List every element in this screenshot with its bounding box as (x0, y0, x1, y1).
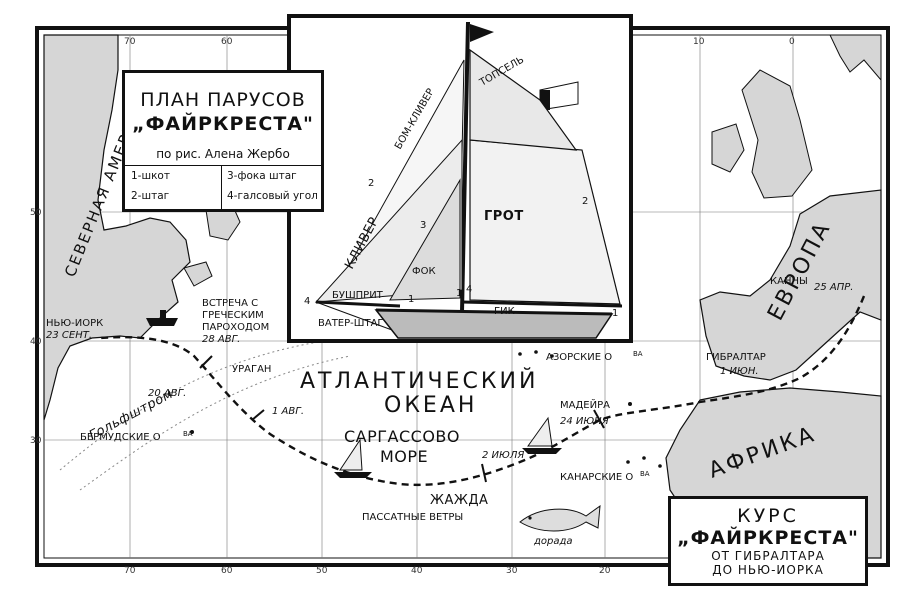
label-bermuda-suffix: ВА (183, 430, 193, 438)
label-thirst: ЖАЖДА (430, 493, 488, 508)
canary-island-2 (642, 456, 646, 460)
label-ocean-1: АТЛАНТИЧЕСКИЙ (300, 368, 538, 394)
legend-item-stay: 2-штаг (131, 190, 170, 202)
legend-title-line2: „ФАЙРКРЕСТА" (132, 113, 314, 135)
sail-plan-drawing (314, 21, 623, 339)
greek-steamer (146, 310, 178, 326)
azores-island-2 (534, 350, 538, 354)
title-line1: КУРС (737, 505, 799, 527)
tick-left-50: 50 (30, 208, 42, 218)
azores-island-1 (518, 352, 522, 356)
label-trade-winds: ПАССАТНЫЕ ВЕТРЫ (362, 512, 463, 523)
scandinavia-land (829, 34, 882, 82)
sail-plan-legend: ПЛАН ПАРУСОВ „ФАЙРКРЕСТА" по рис. Алена … (122, 70, 324, 212)
europe-land (699, 189, 882, 381)
sailboat-madeira (522, 416, 562, 454)
tick-bottom-70: 70 (124, 566, 136, 576)
tick-top-10: 10 (693, 37, 705, 47)
dorado-fish-icon (519, 504, 601, 532)
canary-island-1 (626, 460, 630, 464)
voyage-route (99, 295, 866, 487)
legend-subtitle: по рис. Алена Жербо (156, 147, 290, 161)
tick-bottom-20: 20 (599, 566, 611, 576)
label-azores-suffix: ВА (633, 350, 643, 358)
num-1-b: 1 (612, 308, 618, 319)
foresail (389, 178, 461, 301)
topsail (469, 48, 578, 151)
label-meeting-2: ГРЕЧЕСКИМ (202, 310, 264, 321)
num-4-left: 4 (304, 296, 310, 307)
label-sargasso-1: САРГАССОВО (344, 427, 460, 446)
bobstay (315, 301, 393, 331)
title-line2: „ФАЙРКРЕСТА" (677, 527, 859, 549)
label-ocean-2: ОКЕАН (384, 393, 477, 418)
tick-bottom-60: 60 (221, 566, 233, 576)
label-madeira: МАДЕЙРА (560, 398, 610, 411)
british-isles-land (741, 69, 813, 199)
label-meeting-1: ВСТРЕЧА С (202, 298, 258, 309)
nova-scotia-land (183, 261, 213, 287)
num-3: 3 (420, 220, 426, 231)
tick-top-0: 0 (789, 37, 795, 47)
tick-bottom-30: 30 (506, 566, 518, 576)
azores-island-3 (550, 354, 554, 358)
label-july2: 2 ИЮЛЯ (482, 450, 524, 461)
legend-item-sheet: 1-шкот (131, 170, 170, 182)
map-title-box: КУРС „ФАЙРКРЕСТА" ОТ ГИБРАЛТАРА ДО НЬЮ-И… (668, 496, 868, 586)
title-line3: ОТ ГИБРАЛТАРА (711, 549, 825, 563)
num-2-left: 2 (368, 178, 374, 189)
num-2-right: 2 (582, 196, 588, 207)
label-bowsprit: БУШПРИТ (332, 290, 384, 301)
label-azores: АЗОРСКИЕ О (546, 352, 612, 363)
boom (461, 300, 623, 308)
label-bermuda: БЕРМУДСКИЕ О (80, 432, 161, 443)
title-line4: ДО НЬЮ-ИОРКА (712, 563, 824, 577)
label-hurricane: УРАГАН (232, 364, 271, 375)
label-june24: 24 ИЮНЯ (560, 416, 609, 427)
label-cannes: КАННЫ (770, 276, 808, 287)
canary-island-3 (658, 464, 662, 468)
label-new-york-date: 23 СЕНТ. (46, 330, 92, 341)
label-bobstay: ВАТЕР-ШТАГ (318, 318, 384, 329)
label-cannes-date: 25 АПР. (814, 282, 853, 293)
label-sargasso-2: МОРЕ (380, 447, 428, 466)
label-new-york: НЬЮ-ИОРК (46, 318, 103, 329)
legend-items: 1-шкот 2-штаг 3-фока штаг 4-галсовый уго… (125, 165, 321, 210)
bowsprit (315, 300, 401, 308)
label-dorado: дорада (533, 536, 573, 547)
label-aug1: 1 АВГ. (272, 406, 304, 417)
bermuda-island (190, 430, 194, 434)
ireland-land (711, 123, 745, 173)
tick-bottom-40: 40 (411, 566, 423, 576)
label-gibraltar: ГИБРАЛТАР (706, 352, 766, 363)
label-meeting-3: ПАРОХОДОМ (202, 322, 269, 333)
tick-top-60: 60 (221, 37, 233, 47)
masthead-flag (470, 24, 494, 42)
islands (190, 350, 662, 468)
label-gibraltar-date: 1 ИЮН. (720, 366, 759, 377)
label-aug20: 20 АВГ. (148, 388, 186, 399)
gulf-stream-band (59, 339, 331, 471)
legend-item-forestay: 3-фока штаг (227, 170, 297, 182)
tick-top-70: 70 (124, 37, 136, 47)
label-canary: КАНАРСКИЕ О (560, 472, 633, 483)
sailboat-sargasso (334, 438, 372, 478)
num-4-center: 4 (466, 284, 472, 295)
num-1-c: 1 (456, 288, 462, 299)
tick-left-30: 30 (30, 436, 42, 446)
legend-item-tack: 4-галсовый угол (227, 190, 318, 202)
label-boom: ГИК (494, 306, 515, 317)
num-1-a: 1 (408, 294, 414, 305)
tick-bottom-50: 50 (316, 566, 328, 576)
tick-left-40: 40 (30, 337, 42, 347)
label-meeting-date: 28 АВГ. (202, 334, 240, 345)
mast (460, 21, 470, 313)
route-ticks (199, 355, 605, 483)
label-mainsail: ГРОТ (484, 209, 524, 224)
legend-title-line1: ПЛАН ПАРУСОВ (140, 89, 306, 111)
label-canary-suffix: ВА (640, 470, 650, 478)
madeira-island (628, 402, 632, 406)
label-foresail: ФОК (412, 266, 436, 277)
